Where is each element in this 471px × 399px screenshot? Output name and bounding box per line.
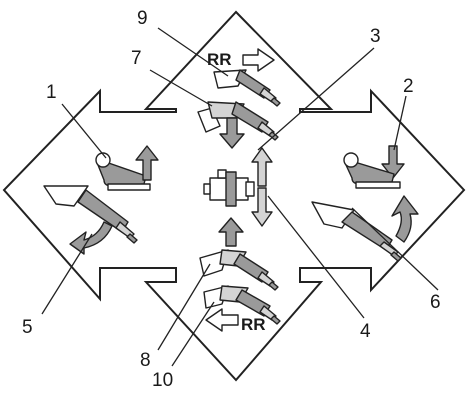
leader-7 [149,69,213,107]
callout-7: 7 [131,48,142,69]
left-pedal-icon [95,152,151,191]
left-up-arrow-icon [135,145,159,181]
right-down-arrow-icon [381,145,405,179]
callout-10: 10 [152,370,173,391]
center-down-arrow-icon [251,187,273,227]
left-lever-icon [43,185,138,244]
leader-lines [41,27,439,367]
center-valve-icon [203,169,255,207]
leader-5 [41,233,93,315]
top-lever-icon [197,101,279,141]
right-pedal-icon [343,152,401,189]
top-rr-lever-icon [213,69,281,107]
rr-right-arrow-icon [242,48,275,72]
callout-2: 2 [403,76,414,97]
rr-label-top: RR [207,50,232,69]
leader-1 [61,103,107,159]
leader-3 [257,47,375,151]
rr-label-bottom: RR [241,315,266,334]
callout-3: 3 [370,26,381,47]
center-up-arrow-icon [251,147,273,187]
left-curved-arrow-icon [69,221,113,255]
bottom-rr-lever-icon [203,285,281,325]
top-down-arrow-icon [219,117,245,149]
leader-4 [267,195,365,319]
leader-10 [171,301,215,367]
callout-4: 4 [360,321,371,342]
callout-8: 8 [140,350,151,371]
leader-6 [351,207,439,291]
callout-6: 6 [430,292,441,313]
bottom-lever-icon [199,249,279,291]
leader-2 [393,95,407,151]
callout-5: 5 [22,317,33,338]
right-lever-icon [311,201,402,262]
callout-1: 1 [46,82,57,103]
leader-8 [157,263,211,351]
callout-9: 9 [137,8,148,29]
leader-9 [157,27,229,77]
bottom-up-arrow-icon [218,217,244,247]
right-curved-arrow-icon [391,195,419,243]
rr-left-arrow-icon [205,308,239,332]
